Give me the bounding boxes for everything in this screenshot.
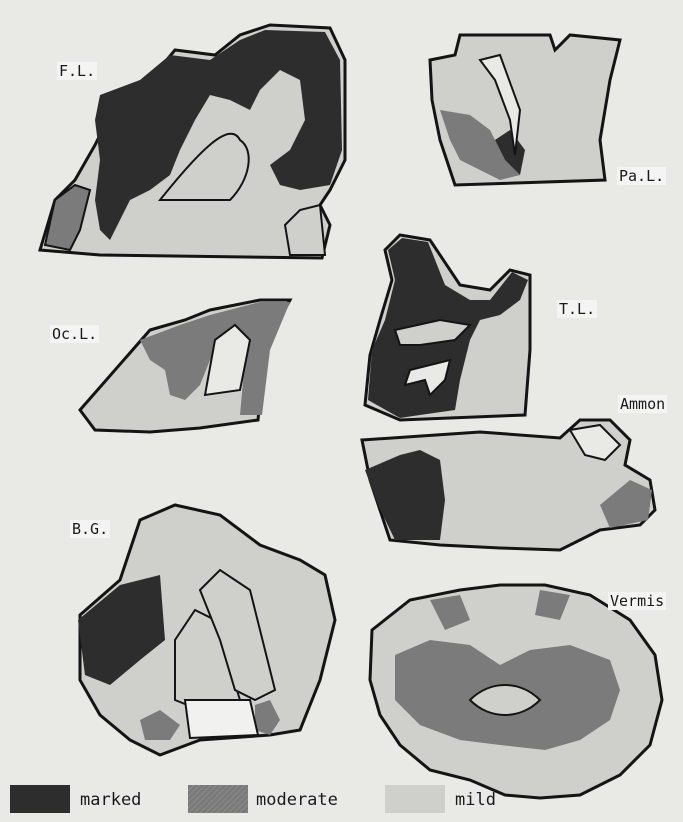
ammon-horn-section (362, 420, 655, 550)
basal-ganglia-section (78, 505, 335, 755)
vermis-section (370, 585, 662, 798)
legend-swatch-mild (385, 785, 445, 813)
frontal-lobe-section (40, 25, 345, 258)
label-vermis: Vermis (608, 592, 666, 610)
legend-swatch-moderate (188, 785, 248, 813)
legend-label-mild: mild (455, 790, 496, 810)
legend (10, 785, 445, 813)
legend-label-moderate: moderate (256, 790, 338, 810)
label-parietal-lobe: Pa.L. (617, 167, 666, 185)
occipital-lobe-section (80, 300, 290, 432)
label-ammon: Ammon (618, 395, 667, 413)
label-occipital-lobe: Oc.L. (50, 325, 99, 343)
label-frontal-lobe: F.L. (57, 62, 97, 80)
label-basal-ganglia: B.G. (70, 520, 110, 538)
parietal-lobe-section (430, 35, 620, 185)
temporal-lobe-section (365, 235, 530, 420)
legend-swatch-marked (10, 785, 70, 813)
legend-label-marked: marked (80, 790, 141, 810)
label-temporal-lobe: T.L. (557, 300, 597, 318)
